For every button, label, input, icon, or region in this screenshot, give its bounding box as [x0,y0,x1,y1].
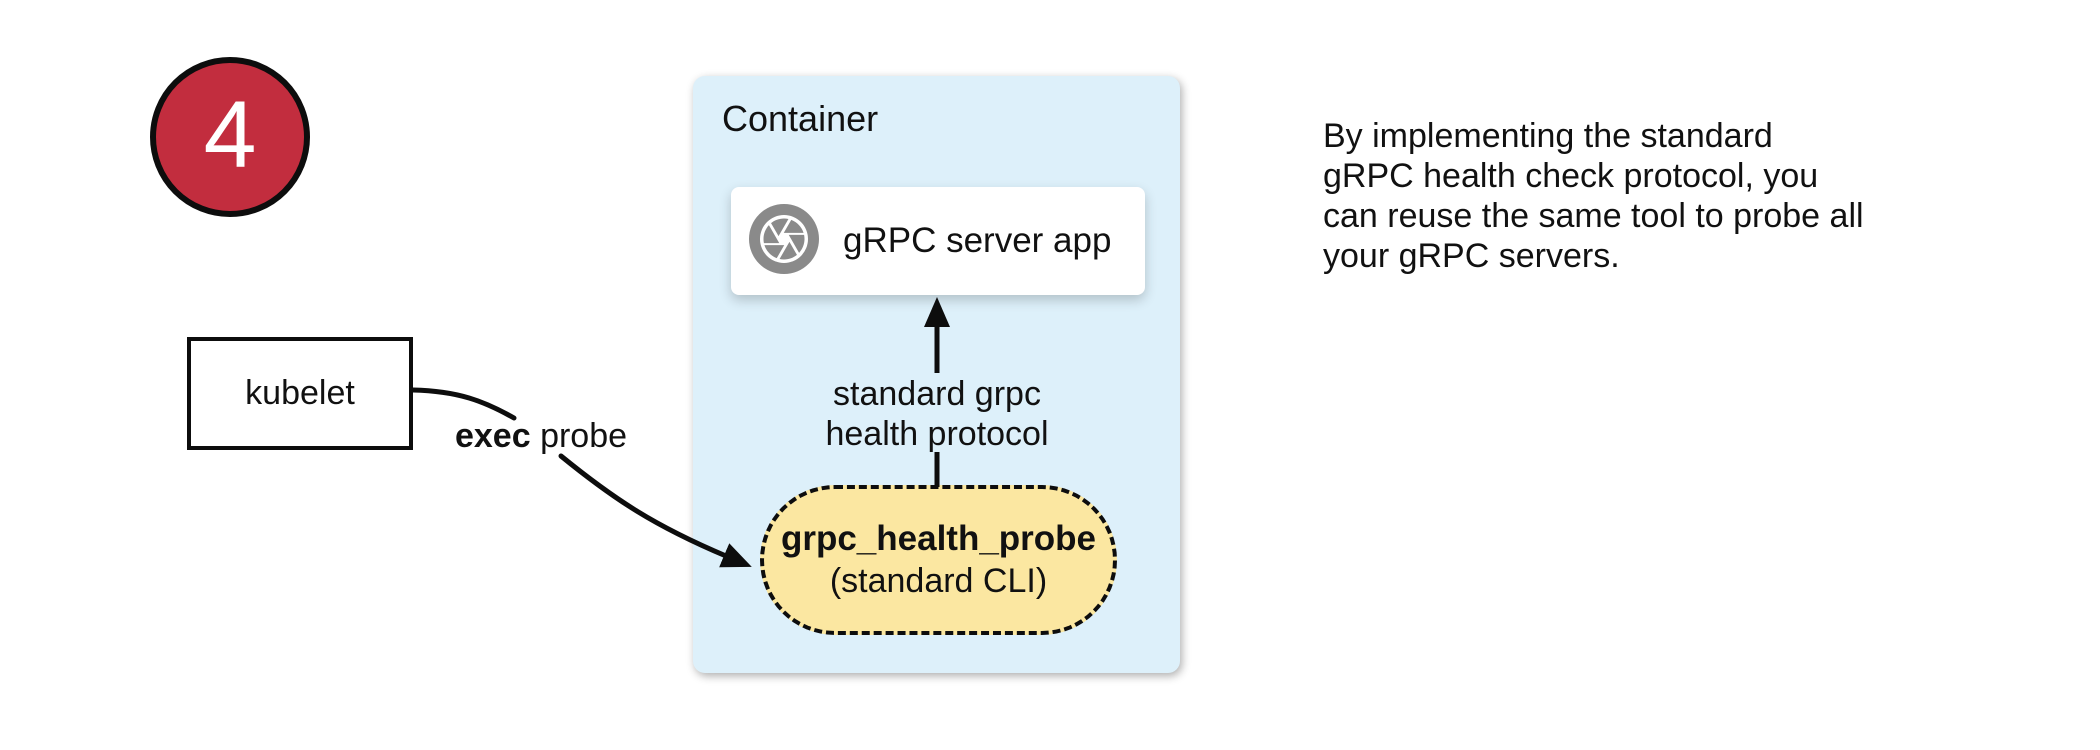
protocol-label: standard grpc health protocol [825,374,1048,454]
grpc-server-app-node: gRPC server app [731,187,1145,295]
caption-line1: By implementing the standard [1323,117,1773,155]
caption-line4: your gRPC servers. [1323,237,1620,275]
exec-probe-label-rest: probe [530,417,628,455]
grpc-health-probe-title: grpc_health_probe [780,518,1097,558]
grpc-health-probe-node: grpc_health_probe (standard CLI) [760,485,1117,635]
caption-text: By implementing the standard gRPC health… [1323,116,1864,276]
protocol-label-line1: standard grpc [833,375,1041,413]
aperture-icon [749,203,819,279]
grpc-health-probe-subtitle: (standard CLI) [829,561,1048,600]
caption-line2: gRPC health check protocol, you [1323,157,1819,195]
kubelet-node: kubelet [187,337,413,450]
step-number-badge: 4 [150,57,310,217]
step-number: 4 [203,81,257,188]
exec-probe-label-bold: exec [454,417,531,455]
kubelet-label: kubelet [245,374,355,412]
container-title: Container [722,98,879,139]
protocol-label-line2: health protocol [825,415,1049,453]
edge-kubelet-to-label [410,387,517,421]
caption-line3: can reuse the same tool to probe all [1323,197,1864,235]
grpc-server-app-label: gRPC server app [843,221,1112,260]
exec-probe-label: exec probe [455,417,627,456]
